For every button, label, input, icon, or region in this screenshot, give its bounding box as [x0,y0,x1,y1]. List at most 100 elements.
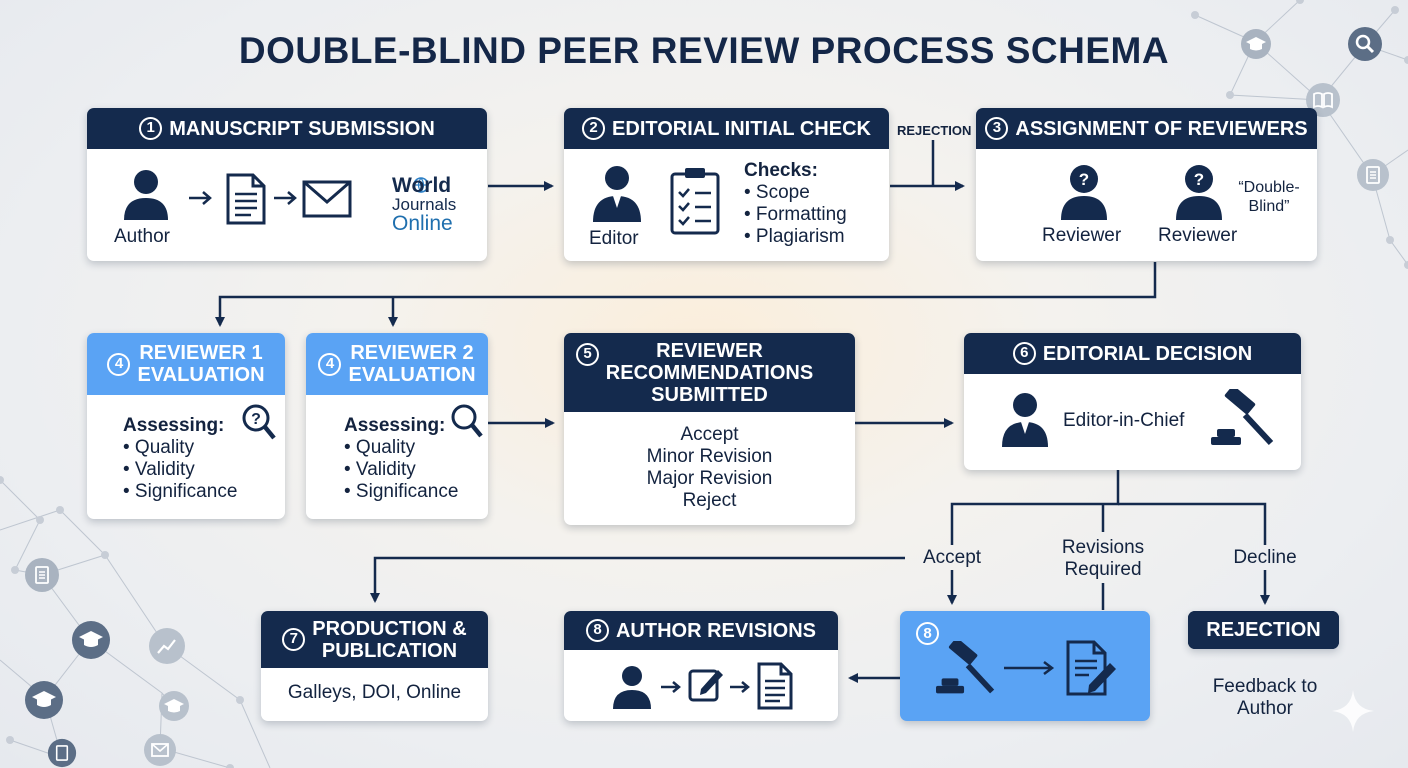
step-number-badge: 2 [582,117,606,140]
check-item: • Formatting [744,203,847,225]
step5-title: REVIEWER RECOMMENDATIONS SUBMITTED [606,340,813,406]
assess-item: • Significance [123,480,238,502]
graduation-cap-icon [158,690,190,727]
rejection-branch-label: REJECTION [897,123,972,138]
assessing-title: Assessing: [344,415,446,436]
svg-text:?: ? [1194,170,1204,189]
step-number-badge: 7 [282,628,306,651]
rejection-title: REJECTION [1188,611,1339,649]
step4a-title: REVIEWER 1 EVALUATION [137,342,264,386]
person-icon [610,663,654,716]
document-icon [24,557,60,598]
book-icon [1305,82,1341,123]
assess-item: • Significance [344,480,459,502]
assess-item: • Validity [123,458,195,480]
check-item: • Scope [744,181,810,203]
option-major-revision: Major Revision [646,467,773,489]
graduation-cap-icon [1240,28,1272,65]
step1-title: MANUSCRIPT SUBMISSION [169,117,435,140]
step-number-badge: 1 [139,117,163,140]
gavel-icon [1209,385,1275,456]
step2-header: 2 EDITORIAL INITIAL CHECK [564,108,889,149]
assessing-title: Assessing: [123,415,225,436]
checks-title: Checks: [744,160,818,181]
anonymous-person-icon: ? [1173,162,1225,227]
editor-in-chief-label: Editor-in-Chief [1063,410,1185,431]
step1-manuscript-submission: 1 MANUSCRIPT SUBMISSION Author World Jou… [87,108,487,261]
title-line: RECOMMENDATIONS [605,361,814,384]
title-line: SUBMITTED [651,383,768,406]
recommendation-options: Accept Minor Revision Major Revision Rej… [564,424,855,511]
step6-title: EDITORIAL DECISION [1042,342,1253,365]
svg-text:?: ? [1079,170,1089,189]
person-icon [998,389,1052,454]
gavel-icon [934,638,996,704]
brand-line-3: Online [392,212,453,235]
step1-header: 1 MANUSCRIPT SUBMISSION [87,108,487,149]
label-line: Author [1237,697,1293,719]
journal-brand: World Journals Online [392,175,482,234]
person-icon [120,166,172,227]
graduation-cap-icon [71,620,111,665]
step5-header: 5 REVIEWER RECOMMENDATIONS SUBMITTED [564,333,855,412]
title-line: PUBLICATION [321,639,458,662]
arrow-icon [728,680,752,699]
author-label: Author [114,226,170,247]
note-line: “Double- [1238,179,1300,196]
step3-assignment-of-reviewers: 3 ASSIGNMENT OF REVIEWERS ? Reviewer ? R… [976,108,1317,261]
envelope-icon [302,180,352,223]
decline-branch-label: Decline [1233,547,1297,568]
title-line: EVALUATION [137,364,265,386]
anonymous-person-icon: ? [1058,162,1110,227]
arrow-icon [187,190,215,211]
label-line: Revisions [1061,537,1145,558]
step4a-header: 4 REVIEWER 1 EVALUATION [87,333,285,395]
title-line: EVALUATION [348,364,476,386]
step3-header: 3 ASSIGNMENT OF REVIEWERS [976,108,1317,149]
step4-reviewer1-evaluation: 4 REVIEWER 1 EVALUATION Assessing: • Qua… [87,333,285,519]
step-number-badge: 8 [916,622,939,645]
document-icon [756,661,794,716]
production-body: Galleys, DOI, Online [287,682,462,703]
chart-icon [148,627,186,670]
step4b-header: 4 REVIEWER 2 EVALUATION [306,333,488,395]
document-icon [1356,158,1390,197]
globe-icon [413,177,429,198]
clipboard-checklist-icon [669,166,721,241]
rejection-box: REJECTION [1188,611,1339,649]
option-reject: Reject [682,489,737,511]
search-icon [1347,26,1383,67]
step4b-title: REVIEWER 2 EVALUATION [348,342,475,386]
assessing-list: Assessing: • Quality • Validity • Signif… [123,415,237,502]
step2-title: EDITORIAL INITIAL CHECK [612,117,871,140]
step-number-badge: 5 [576,343,599,366]
reviewer-label: Reviewer [1042,225,1122,246]
magnifier-icon [450,403,484,446]
sparkle-icon [1330,688,1376,739]
reviewer-label: Reviewer [1158,225,1238,246]
title-line: REVIEWER [656,339,763,362]
accept-branch-label: Accept [922,547,982,568]
assess-item: • Quality [123,436,195,458]
mail-icon [143,733,177,768]
title-line: PRODUCTION & [312,617,467,640]
step2-editorial-initial-check: 2 EDITORIAL INITIAL CHECK Editor Checks:… [564,108,889,261]
step3-title: ASSIGNMENT OF REVIEWERS [1015,117,1308,140]
brand-line-1: World [392,174,452,197]
double-blind-note: “Double- Blind” [1228,178,1310,216]
step-number-badge: 8 [585,619,609,642]
feedback-to-author: Feedback to Author [1190,676,1340,720]
step8-author-revisions: 8 AUTHOR REVISIONS [564,611,838,721]
svg-text:?: ? [251,411,261,428]
assess-item: • Quality [344,436,416,458]
arrow-icon [272,190,300,211]
brand-line-2: Journals [392,195,457,214]
note-line: Blind” [1248,198,1290,216]
editor-label: Editor [589,228,639,249]
page-title: DOUBLE-BLIND PEER REVIEW PROCESS SCHEMA [238,30,1170,71]
title-line: REVIEWER 1 [139,342,263,364]
document-icon [225,172,267,231]
revisions-required-label: Revisions Required [1040,537,1166,581]
step4-reviewer2-evaluation: 4 REVIEWER 2 EVALUATION Assessing: • Qua… [306,333,488,519]
step8-title: AUTHOR REVISIONS [615,619,817,642]
